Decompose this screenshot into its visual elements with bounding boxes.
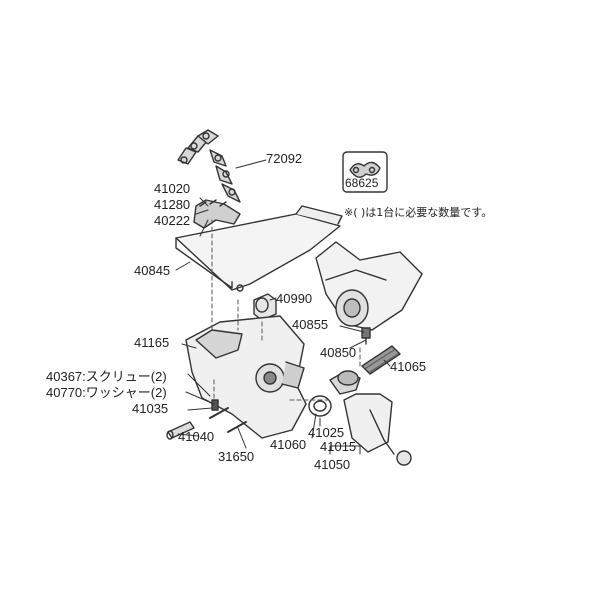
label-40367: 40367:スクリュー(2)	[46, 369, 167, 384]
pin-41040	[166, 421, 195, 440]
quantity-note: ※( )は1台に必要な数量です。	[344, 206, 493, 219]
label-41280: 41280	[154, 197, 191, 212]
label-41015: 41015	[320, 439, 357, 454]
screw-40855	[361, 327, 371, 345]
pin-31650	[209, 407, 247, 433]
washer-41025	[308, 395, 332, 417]
pin-41065	[361, 345, 401, 375]
label-68625: 68625	[345, 176, 379, 190]
label-41050: 41050	[314, 457, 351, 472]
label-40850: 40850	[320, 345, 357, 360]
leader-lines	[175, 159, 391, 455]
label-40855: 40855	[292, 317, 329, 332]
label-41025: 41025	[308, 425, 345, 440]
label-72092: 72092	[266, 151, 303, 166]
label-40845: 40845	[134, 263, 171, 278]
label-41020: 41020	[154, 181, 191, 196]
label-41040: 41040	[178, 429, 215, 444]
housing	[315, 241, 423, 331]
label-40770: 40770:ワッシャー(2)	[46, 385, 167, 400]
label-41035: 41035	[132, 401, 169, 416]
label-40222: 40222	[154, 213, 191, 228]
label-40990: 40990	[276, 291, 313, 306]
label-31650: 31650	[218, 449, 255, 464]
label-41065: 41065	[390, 359, 427, 374]
body-41165	[185, 315, 307, 439]
label-41060: 41060	[270, 437, 307, 452]
screw-40367	[211, 399, 219, 411]
label-41165: 41165	[134, 335, 170, 350]
handle-41050	[329, 370, 412, 466]
jaw-assembly	[193, 199, 241, 229]
guide-lines	[211, 219, 361, 401]
plate-40845	[175, 205, 343, 292]
chain-72092	[177, 129, 241, 203]
roller-40990	[253, 293, 277, 321]
chain-link-68625	[342, 151, 388, 193]
